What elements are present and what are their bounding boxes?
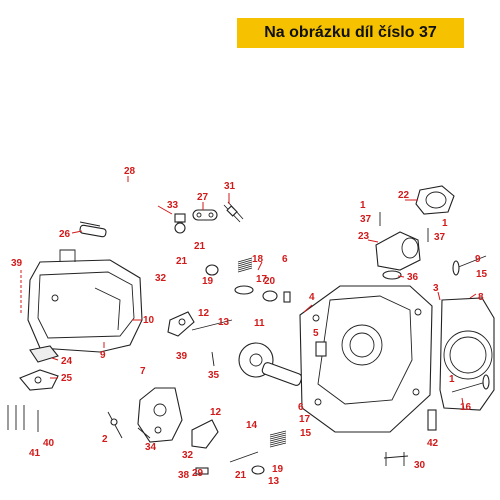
part-number-banner: Na obrázku díl číslo 37 xyxy=(237,18,464,48)
head-gasket-8 xyxy=(439,297,495,411)
callout-6a: 6 xyxy=(282,254,288,265)
oring-36 xyxy=(382,270,402,280)
callout-12b: 12 xyxy=(210,407,222,418)
callout-12: 12 xyxy=(198,308,210,319)
callout-11: 11 xyxy=(254,318,265,329)
callout-27: 27 xyxy=(197,192,209,203)
callout-26: 26 xyxy=(59,229,71,240)
retainer-19 xyxy=(205,264,219,276)
callout-1c: 1 xyxy=(449,374,455,385)
callout-35: 35 xyxy=(208,370,220,381)
callout-1a: 1 xyxy=(360,200,366,211)
cover-gasket-24 xyxy=(29,345,59,363)
intake-manifold-23 xyxy=(375,231,421,271)
callout-37a: 37 xyxy=(360,214,372,225)
callout-14: 14 xyxy=(246,420,258,431)
retainer-lower xyxy=(251,465,265,475)
rocker-shaft-13 xyxy=(191,319,233,331)
camshaft-11 xyxy=(238,342,303,386)
rocker-arm-12 xyxy=(167,311,195,337)
callout-2: 2 xyxy=(102,434,108,445)
stud-31 xyxy=(223,201,244,223)
callout-34: 34 xyxy=(145,442,157,453)
callout-25: 25 xyxy=(61,373,73,384)
callout-29: 29 xyxy=(192,468,204,479)
clamp-22 xyxy=(415,185,455,215)
callout-19a: 19 xyxy=(202,276,214,287)
callout-16: 16 xyxy=(460,402,472,413)
cylinder-head xyxy=(299,285,433,433)
callout-40: 40 xyxy=(43,438,55,449)
valve-15 xyxy=(452,255,487,276)
callout-9: 9 xyxy=(100,350,106,361)
callout-19b: 19 xyxy=(272,464,284,475)
callout-36: 36 xyxy=(407,272,419,283)
callout-21b: 21 xyxy=(176,256,188,267)
pin-38 xyxy=(195,467,209,475)
callout-22: 22 xyxy=(398,190,410,201)
bolt-33 xyxy=(174,213,186,234)
valve-springs-18 xyxy=(234,257,254,295)
cylinder-head-cover xyxy=(27,249,143,353)
valve-springs-lower xyxy=(269,430,287,448)
callout-30: 30 xyxy=(414,460,426,471)
callout-1b: 1 xyxy=(442,218,448,229)
callout-42: 42 xyxy=(427,438,439,449)
dowel-2 xyxy=(107,411,123,439)
cover-plate-25 xyxy=(19,369,59,391)
bolt-34 xyxy=(137,427,151,439)
callout-8: 8 xyxy=(478,292,484,303)
callout-6b: 6 xyxy=(298,402,304,413)
callout-37b: 37 xyxy=(434,232,446,243)
callout-20: 20 xyxy=(264,276,276,287)
breather-pipe xyxy=(79,178,160,264)
cam-holder-7 xyxy=(137,387,183,443)
callout-32b: 32 xyxy=(182,450,194,461)
spark-plug-42 xyxy=(427,409,437,431)
banner-text: Na obrázku díl číslo 37 xyxy=(264,24,437,41)
callout-13: 13 xyxy=(218,317,230,328)
bolts-40-41 xyxy=(7,405,39,432)
callout-39a: 39 xyxy=(11,258,23,269)
plug-5 xyxy=(315,341,327,357)
callout-15: 15 xyxy=(300,428,312,439)
callout-10: 10 xyxy=(143,315,155,326)
callout-21a: 21 xyxy=(194,241,206,252)
callout-28: 28 xyxy=(124,166,136,177)
callout-9b: 9 xyxy=(475,254,481,265)
leader-lines xyxy=(20,176,477,411)
callout-23: 23 xyxy=(358,231,370,242)
seal-20 xyxy=(262,290,278,302)
callout-38: 38 xyxy=(178,470,190,481)
flange-plate xyxy=(192,209,218,221)
valve-16 xyxy=(451,374,490,393)
rocker-shaft-14 xyxy=(229,451,259,463)
callout-3: 3 xyxy=(433,283,439,294)
callout-31: 31 xyxy=(224,181,236,192)
callout-15b: 15 xyxy=(476,269,488,280)
callout-5: 5 xyxy=(313,328,319,339)
callout-33: 33 xyxy=(167,200,179,211)
stud-6 xyxy=(283,291,291,303)
pin-35 xyxy=(211,351,215,367)
callout-17a: 17 xyxy=(256,274,268,285)
callout-labels: 28 33 27 31 26 21 21 18 17 19 20 6 32 39… xyxy=(11,166,488,487)
callout-24: 24 xyxy=(61,356,73,367)
callout-13b: 13 xyxy=(268,476,280,487)
pipe-gasket xyxy=(79,224,107,238)
callout-4: 4 xyxy=(309,292,315,303)
callout-39b: 39 xyxy=(176,351,188,362)
bracket-30 xyxy=(383,452,409,466)
rocker-arm-lower xyxy=(191,419,219,449)
callout-7: 7 xyxy=(140,366,146,377)
callout-41: 41 xyxy=(29,448,41,459)
callout-32a: 32 xyxy=(155,273,167,284)
callout-17b: 17 xyxy=(299,414,311,425)
callout-18: 18 xyxy=(252,254,264,265)
callout-21c: 21 xyxy=(235,470,247,481)
